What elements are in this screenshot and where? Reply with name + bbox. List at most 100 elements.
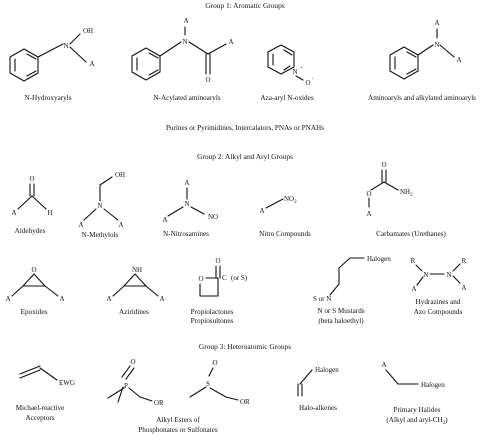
atom-a: A [5, 295, 10, 303]
atom-halogen: Halogen [367, 255, 391, 263]
label-nitro-compounds: Nitro Compounds [259, 230, 311, 238]
purines-note: Purines or Pyrimidines, Intercalators, P… [166, 124, 324, 132]
atom-o: O [31, 266, 36, 274]
atom-n: N [97, 202, 102, 210]
label-beta-haloethyl: (beta haloethyl) [318, 317, 364, 325]
atom-a: A [162, 216, 167, 224]
atom-a: A [456, 56, 461, 64]
label-carbamates: Carbamates (Urethanes) [376, 230, 446, 238]
atom-c: C [222, 274, 227, 282]
primary-halide-structure: A Halogen [381, 361, 445, 389]
carbamate-structure: O O NH2 A [366, 161, 413, 218]
nitro-compound-structure: A NO2 [259, 195, 297, 215]
atom-o-minus: O [305, 79, 310, 87]
group-3-heading: Group 3: Heteroatomic Groups [199, 342, 291, 351]
label-acceptors: Acceptors [25, 414, 54, 422]
n-hydroxyaryl-structure: N OH A [9, 27, 95, 82]
atom-n: N [182, 38, 187, 46]
or-s-note: (or S) [231, 274, 248, 282]
atom-o: O [130, 358, 135, 366]
atom-n: N [434, 41, 439, 49]
label-michael-reactive: Michael-reactive [16, 404, 65, 412]
atom-halogen: Halogen [421, 381, 445, 389]
atom-a: A [228, 38, 233, 46]
label-propiosultones: Propiosultones [191, 317, 234, 325]
atom-a: A [411, 285, 416, 293]
label-primary-halides: Primary Halides [394, 406, 441, 414]
atom-a: A [89, 60, 94, 68]
label-epoxides: Epoxides [21, 308, 48, 316]
phosphonate-ester-structure: P O OR [107, 358, 164, 407]
charge-minus: - [312, 77, 314, 82]
atom-a: A [183, 17, 188, 25]
n-nitrosamine-structure: A N A NO [162, 179, 218, 224]
label-n-acylated-aminoaryls: N-Acylated aminoaryls [153, 94, 220, 102]
atom-s-or-n: S or N [313, 295, 331, 303]
atom-a: A [259, 207, 264, 215]
atom-or: OR [240, 398, 250, 406]
halo-alkene-structure: Halogen [297, 366, 339, 397]
atom-a: A [159, 295, 164, 303]
label-hydrazines: Hydrazines and [416, 298, 461, 306]
atom-n: N [446, 271, 451, 279]
atom-a: A [78, 221, 83, 229]
atom-o: O [366, 190, 371, 198]
label-propiolactones: Propiolactones [191, 308, 234, 316]
atom-r: R [462, 257, 467, 265]
atom-no: NO [208, 213, 218, 221]
atom-oh: OH [83, 27, 93, 35]
label-alkyl-aryl-ch2: (Alkyl and aryl-CH2) [386, 416, 448, 426]
atom-a: A [59, 295, 64, 303]
label-phosphonates-sulfonates: Phosphonates or Sulfonates [138, 426, 218, 434]
aza-aryl-n-oxide-structure: N + O - [267, 44, 314, 87]
atom-h: H [47, 209, 52, 217]
aldehyde-structure: O A H [11, 175, 52, 217]
atom-a: A [11, 209, 16, 217]
atom-o: O [215, 257, 220, 265]
atom-n: N [184, 200, 189, 208]
hydrazine-structure: R N N R A A [411, 257, 467, 293]
group-2-heading: Group 2: Alkyl and Aryl Groups [197, 152, 293, 161]
label-aziridines: Aziridines [119, 308, 149, 316]
n-methylol-structure: N OH A A [78, 171, 125, 229]
atom-no2: NO2 [284, 195, 297, 205]
label-n-nitrosamines: N-Nitrosamines [163, 230, 209, 238]
n-acylated-aminoaryl-structure: N A A O [131, 17, 234, 84]
atom-o: O [212, 359, 217, 367]
label-halo-alkenes: Halo-alkenes [299, 404, 337, 412]
label-aminoaryls: Aminoaryls and alkylated aminoaryls [368, 94, 476, 102]
group-1-heading: Group 1: Aromatic Groups [205, 1, 285, 10]
atom-or: OR [154, 399, 164, 407]
atom-a: A [184, 179, 189, 187]
atom-a: A [434, 19, 439, 27]
atom-s: S [206, 380, 210, 388]
label-azo-compounds: Azo Compounds [414, 308, 463, 316]
atom-a: A [106, 295, 111, 303]
atom-o: O [29, 175, 34, 183]
atom-o: O [205, 76, 210, 84]
propiolactone-structure: O O C (or S) [198, 257, 248, 297]
atom-oh: OH [115, 171, 125, 179]
atom-ewg: EWG [59, 379, 75, 387]
epoxide-structure: O A A [5, 266, 64, 303]
atom-a: A [381, 361, 386, 369]
atom-o: O [198, 275, 203, 283]
atom-halogen: Halogen [315, 366, 339, 374]
label-n-hydroxyaryls: N-Hydroxyaryls [24, 94, 71, 102]
label-n-methylols: N-Methylols [82, 231, 119, 239]
mustard-structure: Halogen S or N [313, 255, 391, 303]
label-alkyl-esters: Alkyl Esters of [156, 416, 200, 424]
label-mustards: N or S Mustards [317, 307, 365, 315]
atom-p: P [124, 382, 128, 390]
atom-nh2: NH2 [400, 188, 413, 198]
atom-o: O [381, 161, 386, 169]
atom-a: A [366, 210, 371, 218]
atom-a: A [118, 221, 123, 229]
michael-acceptor-structure: EWG [19, 365, 75, 387]
label-aza-aryl-n-oxides: Aza-aryl N-oxides [260, 94, 313, 102]
atom-n-plus: N [292, 68, 297, 76]
aminoaryl-structure: N A A [389, 19, 462, 80]
atom-n: N [423, 271, 428, 279]
aziridine-structure: NH A A [106, 266, 164, 303]
